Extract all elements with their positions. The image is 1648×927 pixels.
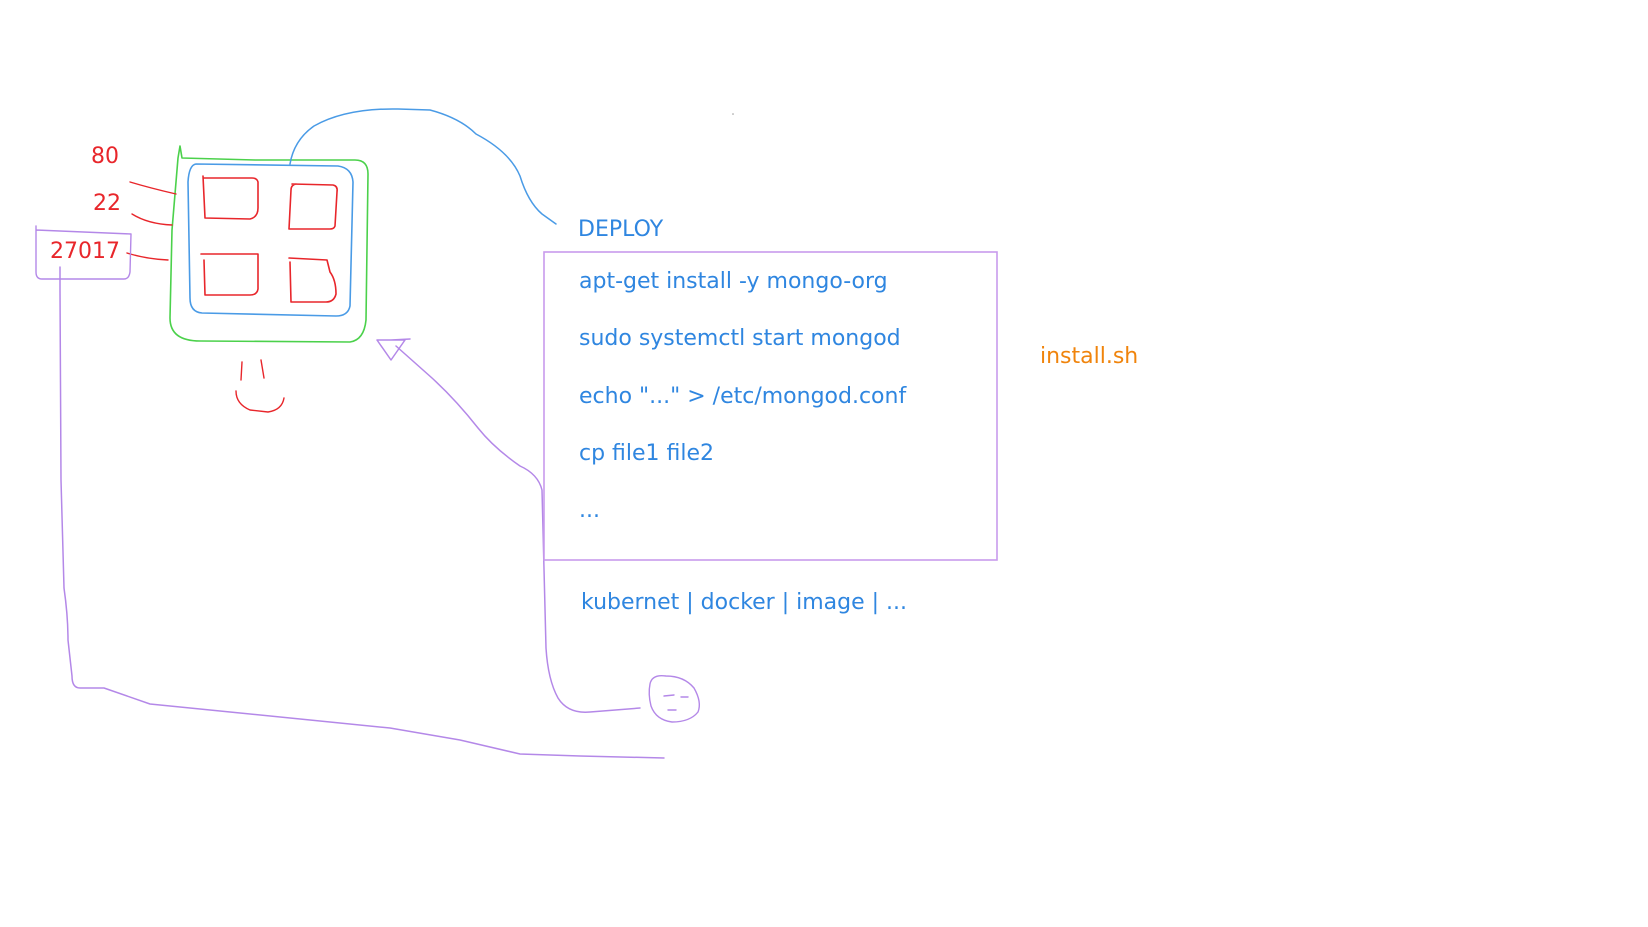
server-stand: [235, 359, 285, 413]
ink-speck: [732, 113, 734, 115]
command-line: echo "..." > /etc/mongod.conf: [579, 384, 907, 409]
deploy-arrow-curve: [289, 108, 557, 225]
script-filename-label: install.sh: [1040, 344, 1139, 369]
port-80-label: 80: [91, 144, 119, 169]
server-inner-frame: [187, 163, 354, 317]
port-22-label: 22: [93, 191, 121, 216]
command-line: sudo systemctl start mongod: [579, 326, 901, 351]
server-outer-frame: [169, 145, 369, 343]
command-line: ...: [579, 498, 600, 523]
deploy-script-box: [543, 251, 998, 561]
port-to-person-line: [59, 266, 665, 759]
container-box-4: [288, 257, 337, 303]
deploy-title: DEPLOY: [578, 217, 664, 242]
port-27017-label: 27017: [50, 239, 120, 264]
container-box-2: [288, 183, 338, 230]
container-box-3: [200, 253, 259, 296]
tools-line: kubernet | docker | image | ...: [581, 590, 908, 615]
command-line: apt-get install -y mongo-org: [579, 269, 888, 294]
port-27017-highlight: [35, 225, 132, 280]
container-box-1: [202, 175, 259, 220]
command-line: cp file1 file2: [579, 441, 715, 466]
port-22-connector: [131, 213, 173, 226]
port-80-connector: [129, 181, 177, 195]
person-to-server-arrow: [376, 338, 641, 713]
port-27017-connector: [126, 252, 169, 261]
person-face-icon: [648, 674, 701, 723]
